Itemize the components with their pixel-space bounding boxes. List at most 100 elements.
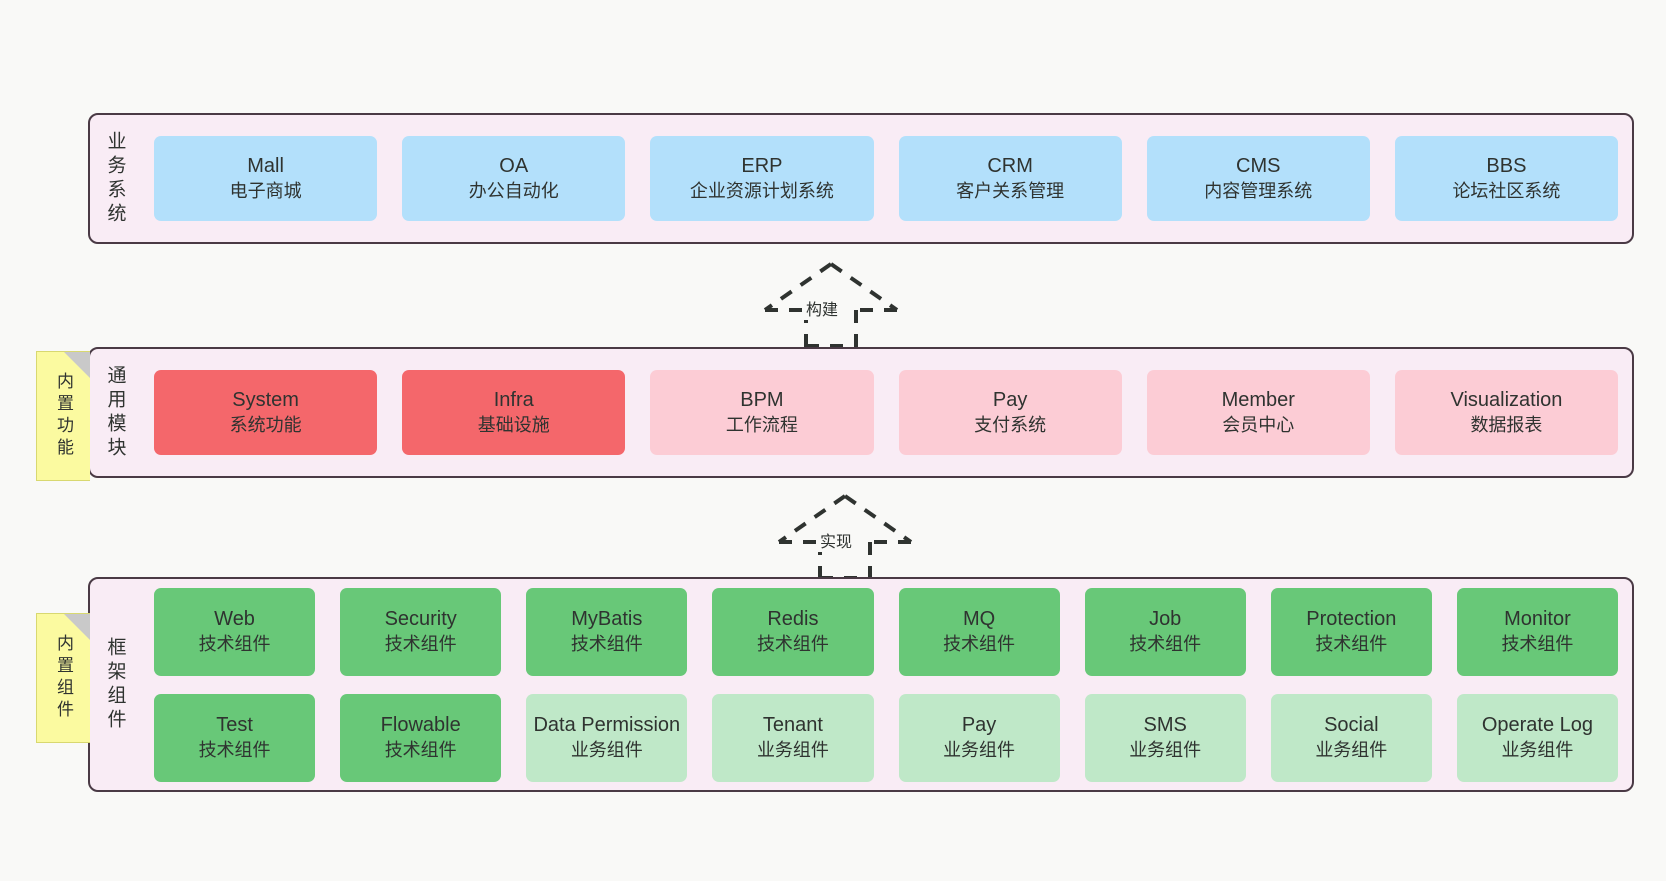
component-subtitle: 技术组件	[756, 633, 829, 654]
component-subtitle: 论坛社区系统	[1452, 180, 1561, 201]
component-subtitle: 客户关系管理	[956, 180, 1065, 201]
component-subtitle: 技术组件	[1315, 633, 1388, 654]
component-name: Pay	[961, 714, 997, 737]
note-fold-icon	[64, 614, 90, 640]
component-name: Web	[214, 608, 255, 631]
component-name: SMS	[1143, 714, 1187, 737]
component-name: BBS	[1486, 155, 1527, 178]
component-name: Protection	[1306, 608, 1397, 631]
component-subtitle: 工作流程	[725, 414, 798, 435]
component-name: Member	[1221, 389, 1295, 412]
component-subtitle: 基础设施	[477, 414, 550, 435]
component-subtitle: 技术组件	[198, 739, 271, 760]
component-name: OA	[499, 155, 529, 178]
component-subtitle: 技术组件	[384, 633, 457, 654]
component-subtitle: 数据报表	[1470, 414, 1543, 435]
component-name: Visualization	[1450, 389, 1563, 412]
component-name: Data Permission	[533, 714, 681, 737]
component-subtitle: 办公自动化	[468, 180, 559, 201]
component-subtitle: 业务组件	[570, 739, 643, 760]
component-subtitle: 技术组件	[1129, 633, 1202, 654]
component-subtitle: 会员中心	[1222, 414, 1295, 435]
component-subtitle: 技术组件	[198, 633, 271, 654]
component-name: Pay	[992, 389, 1028, 412]
component-name: System	[232, 389, 299, 412]
component-name: Mall	[247, 155, 284, 178]
component-name: Redis	[767, 608, 819, 631]
component-name: Job	[1149, 608, 1182, 631]
component-subtitle: 系统功能	[229, 414, 302, 435]
component-name: Social	[1324, 714, 1379, 737]
note-label-builtin-components: 内置组件	[54, 634, 73, 722]
component-name: CMS	[1236, 155, 1281, 178]
component-subtitle: 技术组件	[384, 739, 457, 760]
connector-build: 构建	[756, 258, 906, 348]
component-subtitle: 技术组件	[570, 633, 643, 654]
component-name: Operate Log	[1481, 714, 1594, 737]
component-name: Test	[216, 714, 253, 737]
note-label-builtin-features: 内置功能	[54, 372, 73, 460]
component-name: ERP	[741, 155, 783, 178]
component-subtitle: 业务组件	[756, 739, 829, 760]
component-name: MyBatis	[571, 608, 643, 631]
connector-label-implement: 实现	[818, 528, 855, 552]
component-subtitle: 内容管理系统	[1204, 180, 1313, 201]
layer-label-general-modules: 通用模块	[104, 364, 126, 461]
layer-label-business-systems: 业务系统	[104, 130, 126, 227]
note-builtin-features: 内置功能	[36, 351, 90, 481]
component-subtitle: 业务组件	[1501, 739, 1574, 760]
component-name: MQ	[962, 608, 996, 631]
component-name: Flowable	[380, 714, 461, 737]
layer-label-framework-components: 框架组件	[104, 636, 126, 733]
note-builtin-components: 内置组件	[36, 613, 90, 743]
component-name: BPM	[740, 389, 784, 412]
component-name: Infra	[493, 389, 534, 412]
component-subtitle: 支付系统	[974, 414, 1047, 435]
component-subtitle: 企业资源计划系统	[689, 180, 834, 201]
component-name: Monitor	[1504, 608, 1571, 631]
component-subtitle: 业务组件	[943, 739, 1016, 760]
component-subtitle: 技术组件	[943, 633, 1016, 654]
component-subtitle: 业务组件	[1129, 739, 1202, 760]
component-name: Security	[384, 608, 457, 631]
